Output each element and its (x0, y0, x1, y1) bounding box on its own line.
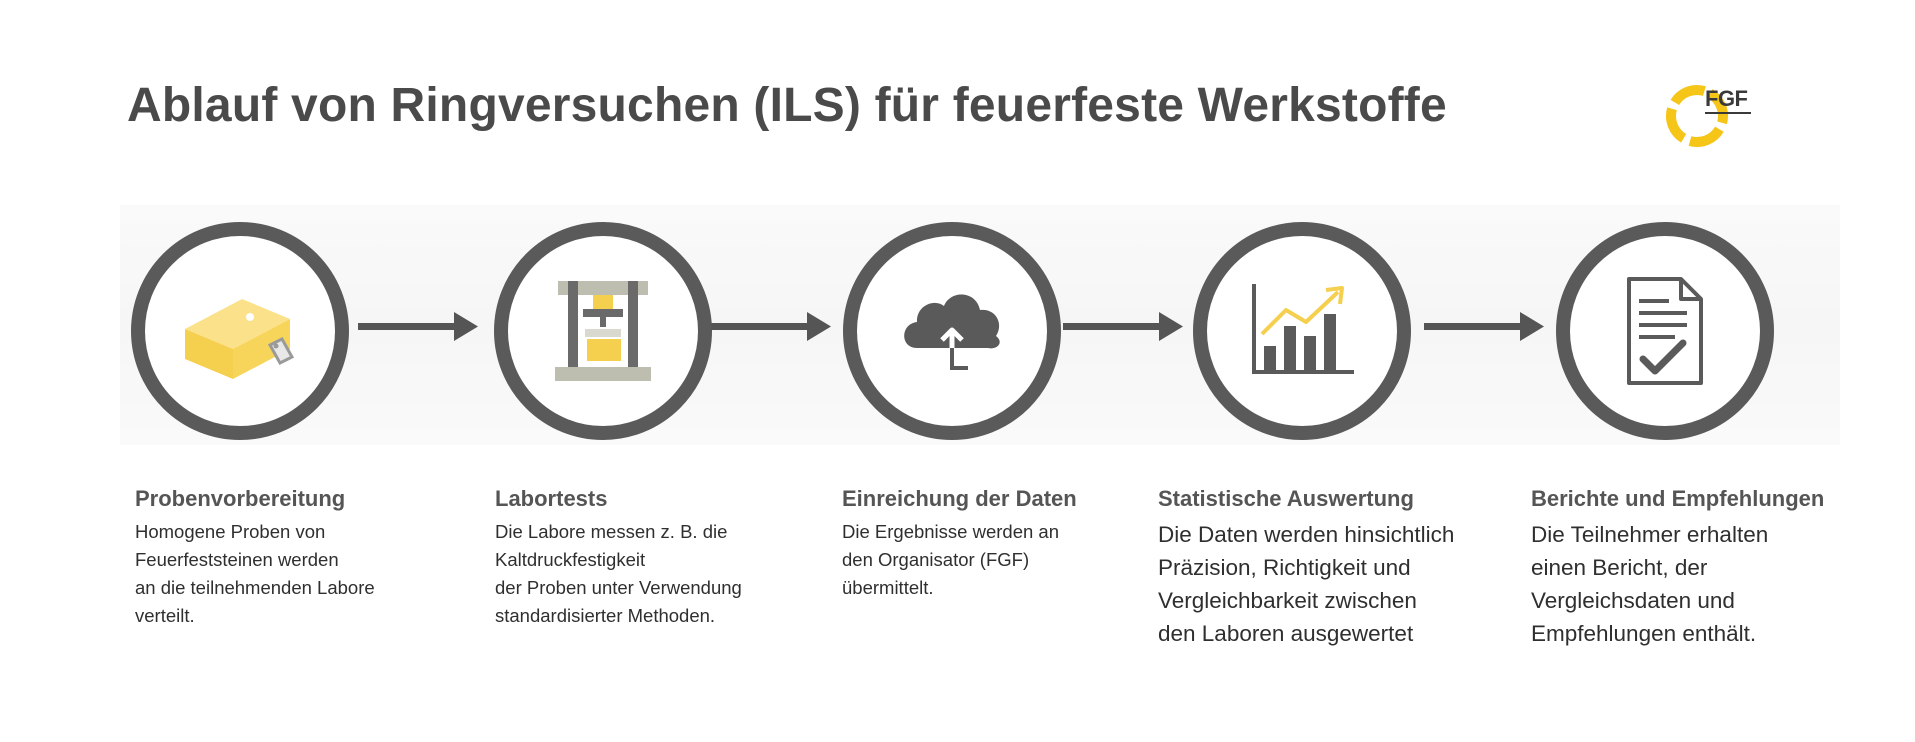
logo-underline-icon (1705, 112, 1751, 114)
step-5-circle (1556, 222, 1774, 440)
description-line: verteilt. (135, 605, 195, 626)
description-line: übermittelt. (842, 577, 934, 598)
step-1-text: Probenvorbereitung Homogene Proben von F… (135, 486, 375, 630)
description-line: an die teilnehmenden Labore (135, 577, 375, 598)
page-title: Ablauf von Ringversuchen (ILS) für feuer… (127, 79, 1447, 132)
step-1-circle (131, 222, 349, 440)
report-checkmark-icon (1627, 277, 1703, 385)
description-line: Die Labore messen z. B. die (495, 521, 728, 542)
description-line: Die Daten werden hinsichtlich (1158, 522, 1455, 547)
step-description: Die Labore messen z. B. die Kaltdruckfes… (495, 518, 742, 630)
logo-text: FGF (1705, 86, 1748, 111)
step-2-text: Labortests Die Labore messen z. B. die K… (495, 486, 742, 630)
step-5-text: Berichte und Empfehlungen Die Teilnehmer… (1531, 486, 1824, 650)
logo-ring-icon (1666, 85, 1728, 147)
step-4-text: Statistische Auswertung Die Daten werden… (1158, 486, 1454, 650)
step-description: Die Ergebnisse werden an den Organisator… (842, 518, 1077, 602)
step-title: Labortests (495, 486, 608, 511)
cloud-upload-icon (904, 294, 1000, 370)
description-line: Feuerfeststeinen werden (135, 549, 339, 570)
description-line: Vergleichsdaten und (1531, 588, 1735, 613)
bar-chart-trend-icon (1252, 284, 1354, 374)
description-line: der Proben unter Verwendung (495, 577, 742, 598)
arrow-2-icon (711, 312, 831, 341)
step-description: Die Daten werden hinsichtlich Präzision,… (1158, 518, 1454, 650)
description-line: den Organisator (FGF) (842, 549, 1030, 570)
arrow-1-icon (358, 312, 478, 341)
step-title: Statistische Auswertung (1158, 486, 1414, 511)
step-description: Die Teilnehmer erhalten einen Bericht, d… (1531, 518, 1824, 650)
step-3-circle (843, 222, 1061, 440)
arrow-4-icon (1424, 312, 1544, 341)
press-machine-icon (555, 281, 651, 381)
description-line: Die Ergebnisse werden an (842, 521, 1059, 542)
step-3-text: Einreichung der Daten Die Ergebnisse wer… (842, 486, 1077, 602)
description-line: Empfehlungen enthält. (1531, 621, 1757, 646)
description-line: einen Bericht, der (1531, 555, 1708, 580)
description-line: Vergleichbarkeit zwischen (1158, 588, 1417, 613)
step-title: Einreichung der Daten (842, 486, 1077, 511)
step-title: Probenvorbereitung (135, 486, 346, 511)
step-description: Homogene Proben von Feuerfeststeinen wer… (135, 518, 375, 630)
fgf-logo: FGF (1665, 80, 1755, 150)
arrow-3-icon (1063, 312, 1183, 341)
description-line: Homogene Proben von (135, 521, 326, 542)
description-line: Die Teilnehmer erhalten (1531, 522, 1769, 547)
step-2-circle (494, 222, 712, 440)
description-line: standardisierter Methoden. (495, 605, 716, 626)
description-line: den Laboren ausgewertet (1158, 621, 1414, 646)
description-line: Kaltdruckfestigkeit (495, 549, 646, 570)
step-title: Berichte und Empfehlungen (1531, 486, 1825, 511)
description-line: Präzision, Richtigkeit und (1158, 555, 1411, 580)
step-4-circle (1193, 222, 1411, 440)
brick-with-tag-icon (185, 299, 295, 379)
